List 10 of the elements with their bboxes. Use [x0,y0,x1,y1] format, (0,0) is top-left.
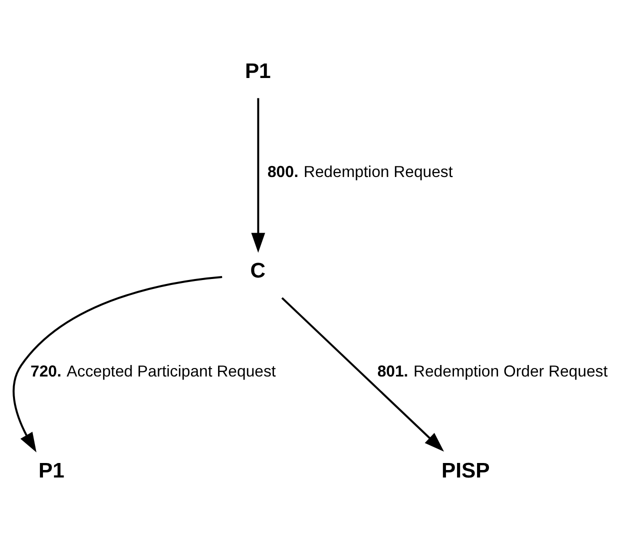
arrow [12,276,222,452]
node-text: C [250,260,266,283]
arrow [251,98,266,253]
edge-label: 800. Redemption Request [267,164,453,181]
node-text: P1 [38,460,64,483]
node-text: PISP [442,460,490,483]
edge-label: 801. Redemption Order Request [377,364,608,381]
arrow [281,297,444,452]
node-text: P1 [244,60,271,83]
edge-label: 720. Accepted Participant Request [30,364,276,381]
